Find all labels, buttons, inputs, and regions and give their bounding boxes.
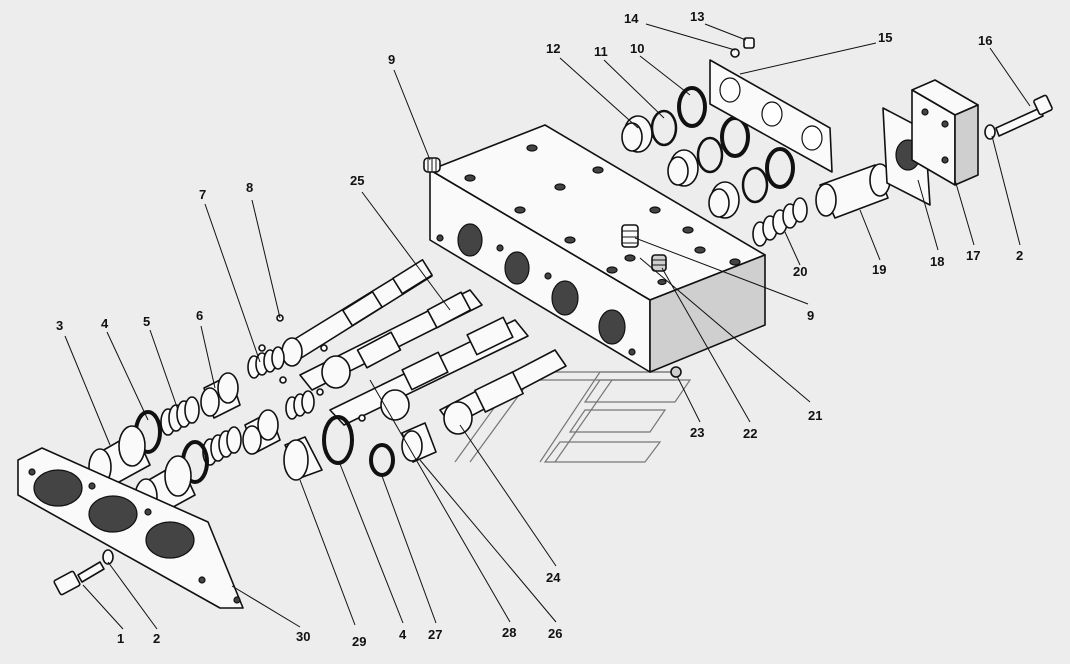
callout-25: 25 (350, 173, 364, 188)
bolt-1 (53, 561, 105, 596)
plug-9-upper (423, 157, 441, 173)
spring-7-upper (247, 346, 285, 379)
spring-5-upper (160, 396, 200, 436)
ring-10 (677, 86, 707, 128)
body-front-bores (436, 223, 636, 356)
body-top-holes (464, 144, 741, 286)
ring-10c (765, 147, 795, 189)
callout-29: 29 (352, 634, 366, 649)
callout-2: 2 (1016, 248, 1023, 263)
sleeve-6-lower (242, 409, 281, 455)
cover-17 (911, 79, 979, 186)
callout-1: 1 (117, 631, 124, 646)
callout-22: 22 (743, 426, 757, 441)
sleeve-19 (815, 163, 891, 219)
spring-20 (752, 197, 808, 247)
callout-12: 12 (546, 41, 560, 56)
callout-9: 9 (807, 308, 814, 323)
callout-13: 13 (690, 9, 704, 24)
callout-labels: 1 2 2 3 4 4 5 6 7 8 9 9 10 11 12 13 14 1… (56, 9, 1023, 649)
callout-11: 11 (594, 44, 608, 59)
spring-5-lower (202, 426, 242, 466)
plug-9-lower (621, 224, 639, 248)
seal-ring-27 (369, 443, 395, 477)
washer-2-right (984, 124, 996, 140)
callout-30: 30 (296, 629, 310, 644)
plug-22 (651, 254, 667, 272)
callout-21: 21 (808, 408, 822, 423)
ring-11 (650, 109, 678, 147)
callout-9: 9 (388, 52, 395, 67)
spool-1 (281, 259, 433, 367)
bolt-13 (743, 37, 755, 49)
leader-lines (64, 23, 1031, 630)
sleeve-26 (401, 422, 437, 463)
callout-10: 10 (630, 41, 644, 56)
callout-23: 23 (690, 425, 704, 440)
callout-24: 24 (546, 570, 561, 585)
callout-3: 3 (56, 318, 63, 333)
callout-16: 16 (978, 33, 992, 48)
callout-2: 2 (153, 631, 160, 646)
seal-ring-4-middle (322, 415, 354, 465)
spring-7-lower (285, 390, 315, 420)
spool-4 (439, 349, 567, 435)
sleeve-12c (708, 181, 740, 219)
spool-2 (299, 289, 483, 391)
plug-21 (624, 254, 636, 262)
spool-3 (329, 316, 529, 426)
sleeve-6-upper (200, 372, 241, 419)
washer-14 (730, 48, 740, 58)
callout-19: 19 (872, 262, 886, 277)
callout-4: 4 (399, 627, 407, 642)
callout-4: 4 (101, 316, 109, 331)
callout-8: 8 (246, 180, 253, 195)
valve-body (429, 124, 766, 378)
callout-18: 18 (930, 254, 944, 269)
callout-14: 14 (624, 11, 639, 26)
sleeve-12b (667, 149, 699, 187)
gasket-15 (709, 59, 833, 173)
callout-17: 17 (966, 248, 980, 263)
washer-2-left (102, 549, 114, 565)
watermark-logo (454, 371, 692, 463)
flange-30 (17, 447, 244, 609)
callout-26: 26 (548, 626, 562, 641)
plug-23 (670, 366, 682, 378)
callout-27: 27 (428, 627, 442, 642)
callout-7: 7 (199, 187, 206, 202)
bolt-16 (995, 94, 1053, 137)
sleeve-12 (621, 115, 653, 153)
callout-15: 15 (878, 30, 892, 45)
plug-29 (283, 436, 323, 481)
callout-28: 28 (502, 625, 516, 640)
callout-5: 5 (143, 314, 150, 329)
ring-11c (741, 166, 769, 204)
callout-6: 6 (196, 308, 203, 323)
ring-11b (696, 136, 724, 174)
callout-20: 20 (793, 264, 807, 279)
